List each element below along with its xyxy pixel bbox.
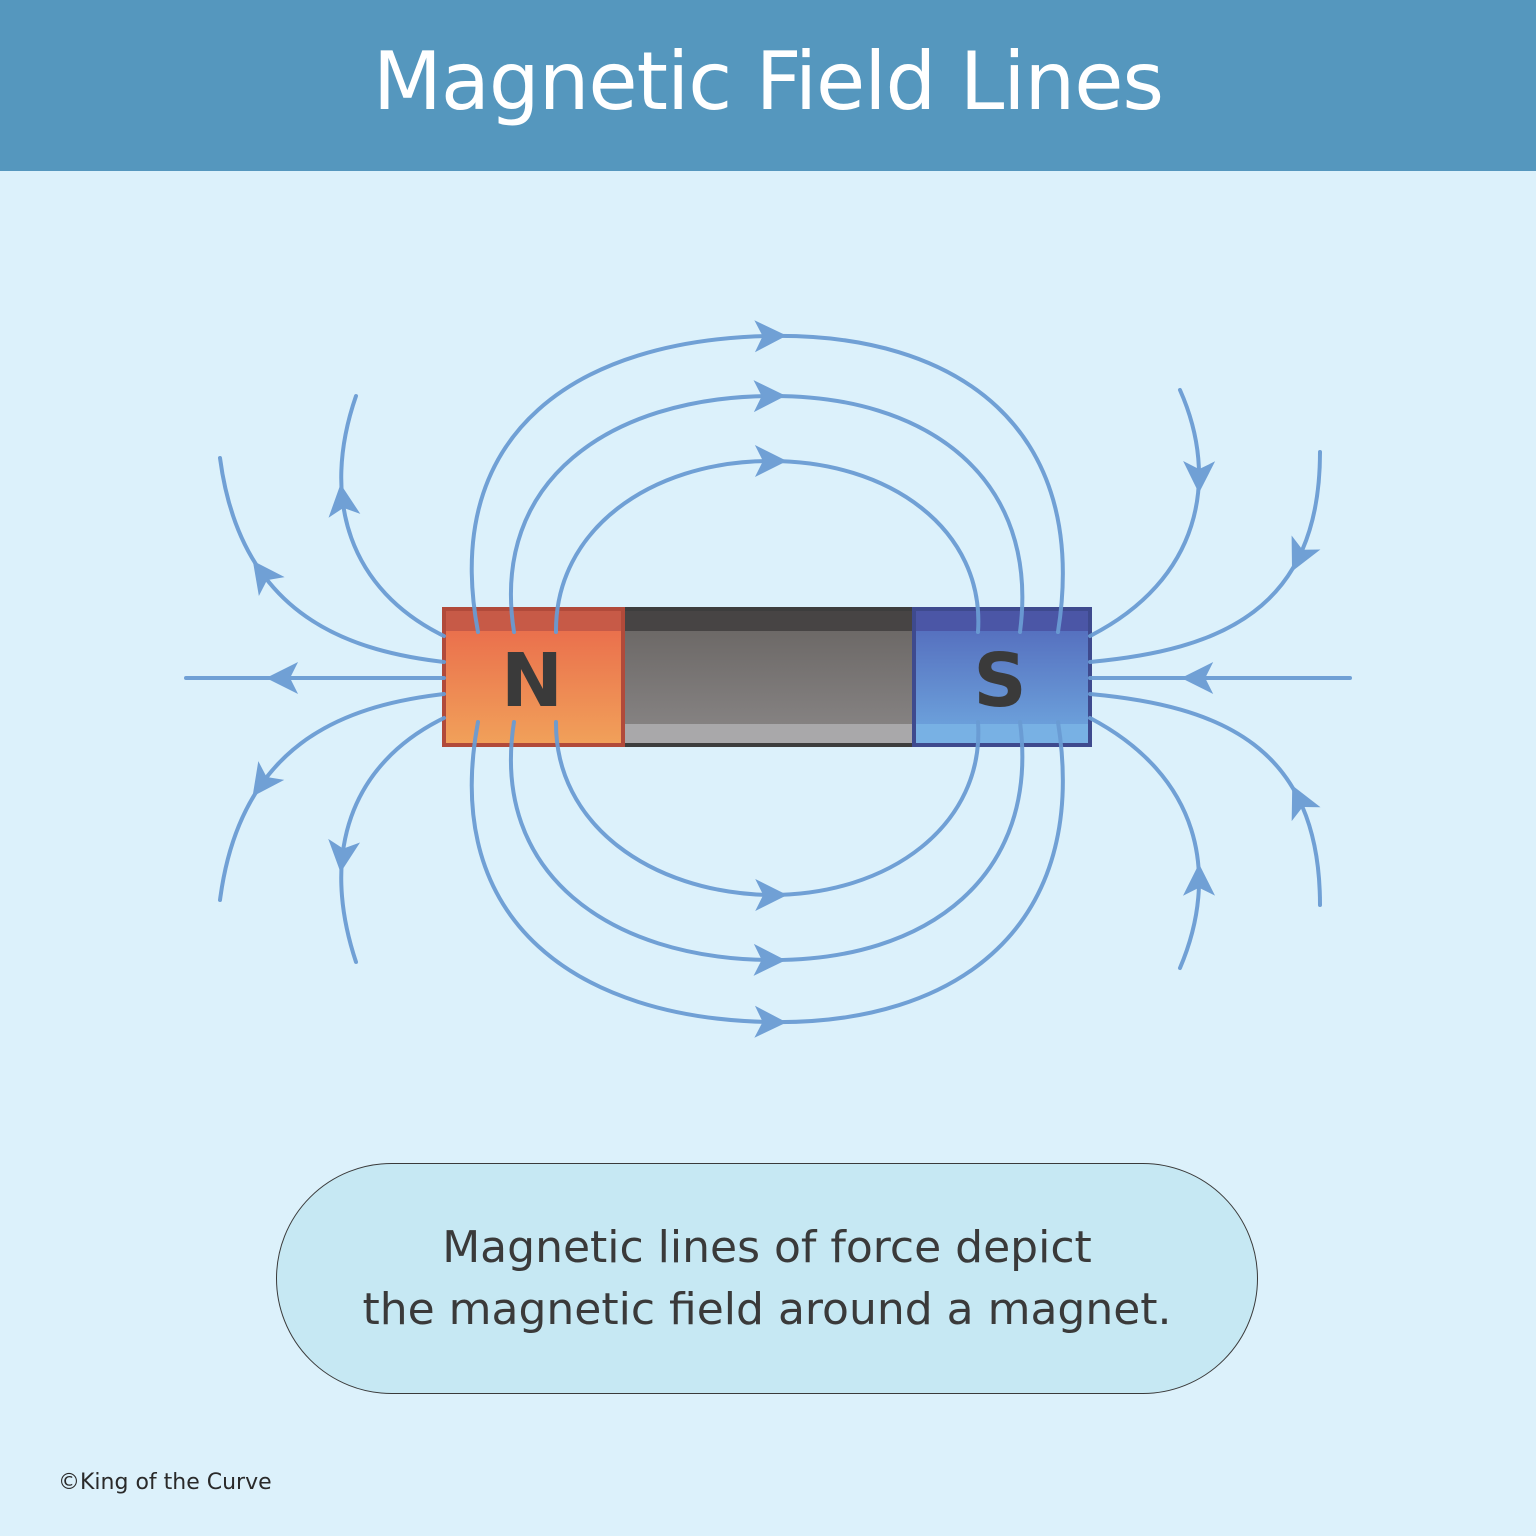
magnet-middle <box>623 609 914 745</box>
south-label: S <box>973 638 1026 724</box>
field-line-top-loop-middle <box>508 393 1025 634</box>
caption-box: Magnetic lines of force depict the magne… <box>276 1163 1258 1394</box>
field-line-left-upper-1 <box>218 456 446 664</box>
arrowhead-left-upper-1 <box>252 560 285 597</box>
north-pole <box>444 609 623 745</box>
field-line-bottom-loop-inner <box>553 720 981 898</box>
arrowhead-top-loop-outer <box>754 320 787 353</box>
arrowhead-right-upper-2 <box>1183 461 1216 494</box>
field-line-right-upper-1 <box>1088 450 1322 664</box>
field-line-left-lower-2 <box>339 716 446 964</box>
field-lines <box>184 320 1352 1038</box>
arrowhead-bottom-loop-inner <box>755 878 788 911</box>
field-line-right-lower-2 <box>1088 716 1201 970</box>
field-line-top-loop-inner <box>553 458 981 634</box>
south-pole <box>914 609 1090 745</box>
arrowhead-top-loop-middle <box>753 380 786 413</box>
arrowhead-top-loop-inner <box>754 445 787 478</box>
bar-magnet <box>442 607 1092 747</box>
arrowhead-right-lower-1 <box>1291 785 1321 822</box>
field-line-bottom-loop-middle <box>508 720 1025 963</box>
copyright-text: ©King of the Curve <box>58 1470 272 1495</box>
arrowhead-left-lower-2 <box>328 838 361 873</box>
caption-line-2: the magnetic field around a magnet. <box>362 1283 1172 1335</box>
field-line-left-upper-2 <box>339 394 446 638</box>
arrowhead-left-lower-1 <box>252 761 285 797</box>
field-line-left-lower-1 <box>218 692 446 902</box>
north-label: N <box>501 638 563 724</box>
arrowhead-bottom-loop-outer <box>754 1005 787 1038</box>
arrowhead-left-horizontal <box>266 662 299 694</box>
arrowhead-left-upper-2 <box>328 483 361 518</box>
caption-line-1: Magnetic lines of force depict <box>442 1221 1092 1273</box>
page-title: Magnetic Field Lines <box>372 35 1164 128</box>
arrowhead-right-horizontal <box>1181 662 1214 694</box>
arrowhead-bottom-loop-middle <box>753 943 786 976</box>
field-line-right-upper-2 <box>1088 388 1201 638</box>
arrowhead-right-upper-1 <box>1291 535 1321 572</box>
header-bar: Magnetic Field Lines <box>0 0 1536 171</box>
arrowhead-right-lower-2 <box>1183 863 1216 896</box>
field-line-right-lower-1 <box>1088 692 1322 907</box>
